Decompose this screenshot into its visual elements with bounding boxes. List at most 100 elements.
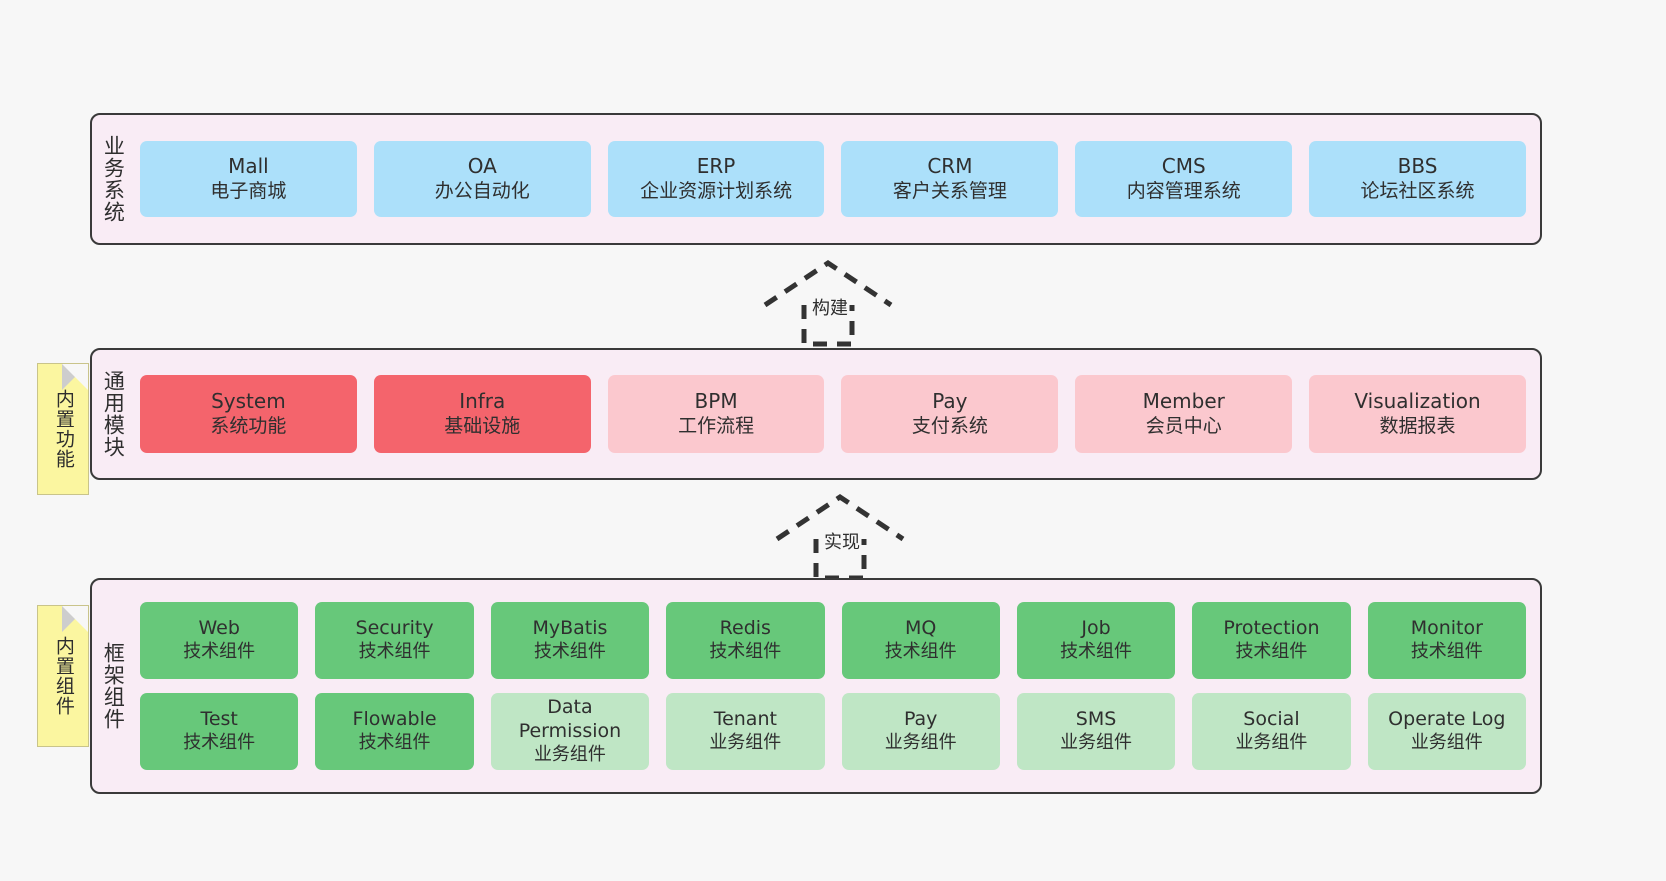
module-card-pay[interactable]: Pay 支付系统 [841, 375, 1059, 453]
module-card-member[interactable]: Member 会员中心 [1075, 375, 1293, 453]
component-name-en: Test [200, 708, 238, 731]
layer-business-system: 业务系统 Mall 电子商城 OA 办公自动化 ERP 企业资源计划系统 CRM… [90, 113, 1542, 245]
connector-label-implement: 实现 [824, 532, 860, 553]
module-name-en: System [211, 389, 286, 414]
layer-title-common-module: 通用模块 [101, 370, 126, 458]
component-card-pay[interactable]: Pay 业务组件 [841, 693, 1000, 770]
module-card-erp[interactable]: ERP 企业资源计划系统 [607, 141, 825, 217]
card-row: System 系统功能 Infra 基础设施 BPM 工作流程 Pay 支付系统… [140, 375, 1526, 453]
module-name-cn: 支付系统 [911, 414, 988, 437]
layer-framework-component: 框架组件 Web 技术组件 Security 技术组件 MyBatis 技术组件… [90, 578, 1542, 794]
component-card-tenant[interactable]: Tenant 业务组件 [666, 693, 825, 770]
module-name-en: ERP [696, 154, 736, 179]
component-card-web[interactable]: Web 技术组件 [140, 602, 299, 679]
layer-body-framework-component: Web 技术组件 Security 技术组件 MyBatis 技术组件 Redi… [134, 580, 1540, 792]
note-builtin-component: 内置组件 [37, 605, 89, 747]
component-name-en: Tenant [713, 708, 777, 731]
component-name-cn: 技术组件 [358, 732, 431, 754]
module-card-crm[interactable]: CRM 客户关系管理 [841, 141, 1059, 217]
module-name-cn: 论坛社区系统 [1360, 179, 1475, 202]
component-name-cn: 技术组件 [1410, 641, 1483, 663]
module-name-cn: 电子商城 [210, 179, 287, 202]
component-card-sms[interactable]: SMS 业务组件 [1016, 693, 1176, 770]
component-card-protection[interactable]: Protection 技术组件 [1192, 602, 1351, 679]
module-name-en: CRM [927, 154, 973, 179]
component-name-en: Flowable [352, 708, 437, 731]
note-builtin-function: 内置功能 [37, 363, 89, 495]
connector-implement: 实现 [772, 492, 912, 582]
module-name-en: BBS [1397, 154, 1438, 179]
module-name-cn: 会员中心 [1145, 414, 1222, 437]
component-name-cn: 技术组件 [884, 641, 957, 663]
note-label: 内置功能 [52, 389, 75, 469]
component-card-mq[interactable]: MQ 技术组件 [841, 602, 1000, 679]
layer-title-business-system: 业务系统 [101, 135, 126, 223]
module-card-cms[interactable]: CMS 内容管理系统 [1075, 141, 1293, 217]
module-card-visualization[interactable]: Visualization 数据报表 [1309, 375, 1526, 453]
component-name-cn: 业务组件 [709, 732, 782, 754]
module-name-cn: 企业资源计划系统 [640, 179, 793, 202]
component-name-en: Operate Log [1388, 708, 1506, 731]
component-name-en: SMS [1075, 708, 1117, 731]
component-name-en: MQ [905, 617, 937, 640]
component-name-en: Monitor [1410, 617, 1483, 640]
component-name-en: Security [355, 617, 434, 640]
module-name-cn: 办公自动化 [434, 179, 530, 202]
component-name-en: Pay [903, 708, 938, 731]
card-row: Test 技术组件 Flowable 技术组件 Data Permission … [140, 693, 1526, 770]
component-name-en: MyBatis [532, 617, 608, 640]
module-card-mall[interactable]: Mall 电子商城 [140, 141, 357, 217]
module-name-en: CMS [1161, 154, 1206, 179]
component-name-en: Protection [1223, 617, 1320, 640]
layer-title-framework-component: 框架组件 [101, 642, 126, 730]
card-row: Web 技术组件 Security 技术组件 MyBatis 技术组件 Redi… [140, 602, 1526, 679]
module-name-en: Mall [228, 154, 269, 179]
layer-body-business-system: Mall 电子商城 OA 办公自动化 ERP 企业资源计划系统 CRM 客户关系… [134, 115, 1540, 243]
module-name-cn: 系统功能 [210, 414, 287, 437]
component-name-cn: 业务组件 [1410, 732, 1483, 754]
component-name-cn: 业务组件 [533, 744, 606, 766]
module-card-bpm[interactable]: BPM 工作流程 [607, 375, 825, 453]
component-card-social[interactable]: Social 业务组件 [1192, 693, 1351, 770]
component-name-cn: 技术组件 [533, 641, 606, 663]
component-card-test[interactable]: Test 技术组件 [140, 693, 299, 770]
component-name-en: Social [1243, 708, 1300, 731]
connector-label-build: 构建 [812, 298, 848, 319]
module-card-system[interactable]: System 系统功能 [140, 375, 357, 453]
module-name-en: OA [467, 154, 497, 179]
module-name-en: Pay [932, 389, 968, 414]
module-name-cn: 内容管理系统 [1126, 179, 1241, 202]
component-name-cn: 技术组件 [183, 732, 256, 754]
module-card-bbs[interactable]: BBS 论坛社区系统 [1309, 141, 1526, 217]
component-name-cn: 技术组件 [358, 641, 431, 663]
component-card-operate-log[interactable]: Operate Log 业务组件 [1367, 693, 1526, 770]
layer-common-module: 通用模块 System 系统功能 Infra 基础设施 BPM 工作流程 Pay… [90, 348, 1542, 480]
module-name-en: Infra [459, 389, 506, 414]
note-label: 内置组件 [52, 636, 75, 716]
connector-build: 构建 [760, 258, 900, 348]
component-name-en: Web [198, 617, 240, 640]
layer-body-common-module: System 系统功能 Infra 基础设施 BPM 工作流程 Pay 支付系统… [134, 350, 1540, 478]
component-name-cn: 技术组件 [1235, 641, 1308, 663]
component-card-data-permission[interactable]: Data Permission 业务组件 [490, 693, 650, 770]
component-card-redis[interactable]: Redis 技术组件 [666, 602, 825, 679]
component-name-cn: 业务组件 [884, 732, 957, 754]
component-name-en: Data Permission [518, 696, 622, 743]
component-name-cn: 技术组件 [1060, 641, 1133, 663]
module-name-cn: 数据报表 [1379, 414, 1456, 437]
module-name-cn: 基础设施 [444, 414, 521, 437]
component-card-security[interactable]: Security 技术组件 [315, 602, 474, 679]
component-name-en: Redis [719, 617, 771, 640]
card-row: Mall 电子商城 OA 办公自动化 ERP 企业资源计划系统 CRM 客户关系… [140, 141, 1526, 217]
component-name-cn: 业务组件 [1235, 732, 1308, 754]
module-card-oa[interactable]: OA 办公自动化 [373, 141, 591, 217]
component-card-mybatis[interactable]: MyBatis 技术组件 [490, 602, 650, 679]
module-name-cn: 工作流程 [678, 414, 755, 437]
component-card-job[interactable]: Job 技术组件 [1016, 602, 1176, 679]
module-card-infra[interactable]: Infra 基础设施 [373, 375, 591, 453]
component-card-flowable[interactable]: Flowable 技术组件 [315, 693, 474, 770]
component-card-monitor[interactable]: Monitor 技术组件 [1367, 602, 1526, 679]
component-name-cn: 技术组件 [183, 641, 256, 663]
component-name-cn: 业务组件 [1060, 732, 1133, 754]
